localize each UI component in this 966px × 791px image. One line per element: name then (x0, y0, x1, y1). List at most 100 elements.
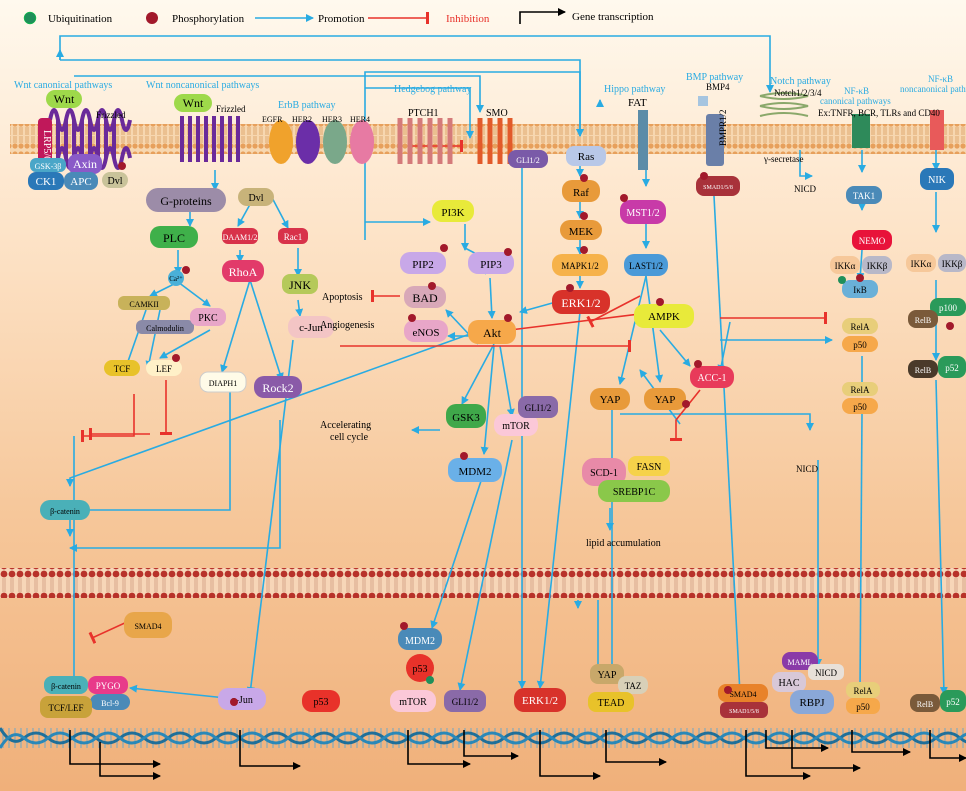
node-rock2: Rock2 (262, 381, 293, 395)
node-rac1: Rac1 (284, 232, 303, 242)
node-gsk3b: GSK-3β (35, 162, 62, 171)
node-gproteins: G-proteins (160, 194, 212, 208)
node-cjun-nuc: c-Jun (231, 695, 253, 706)
node-tcf: TCF (114, 364, 131, 374)
node-ikb: IκB (853, 285, 867, 295)
label-nfkb-non-1: NF-κB (928, 74, 953, 84)
node-pygo: PYGO (96, 681, 121, 691)
node-enos: eNOS (413, 327, 440, 339)
node-relb-nuc: RelB (917, 700, 933, 709)
node-nik: NIK (928, 175, 947, 186)
gene-transcription-icon (519, 8, 566, 24)
node-fasn: FASN (637, 462, 662, 473)
node-axin: Axin (73, 157, 97, 171)
node-gli12-b: GLI1/2 (525, 403, 552, 413)
node-nicd-nuc: NICD (815, 668, 837, 678)
node-her4: HER4 (350, 115, 370, 124)
pathway-labels: Wnt canonical pathways Wnt noncanonical … (14, 72, 966, 111)
label-cell-cycle: cell cycle (330, 432, 369, 443)
label-erbb: ErbB pathway (278, 100, 336, 111)
node-p52-nuc: p52 (946, 697, 960, 707)
legend-gene-transcription: Gene transcription (572, 11, 654, 23)
node-bmp4: BMP4 (706, 82, 730, 92)
label-nfkb-can-1: NF-κB (844, 86, 869, 96)
node-ck1: CK1 (36, 176, 57, 188)
node-ptch1: PTCH1 (408, 108, 439, 119)
phosphorylation-markers (118, 162, 954, 706)
transcription-arrows (69, 730, 966, 780)
node-p53-b: p53 (314, 697, 329, 708)
node-p100: p100 (939, 303, 958, 313)
node-nicd-1: NICD (794, 184, 816, 194)
node-p50-1: p50 (853, 340, 867, 350)
node-dvl-2: Dvl (249, 193, 264, 204)
label-nfkb-can-2: canonical pathways (820, 96, 891, 106)
node-ikka-1: IKKα (835, 261, 856, 271)
node-rbpj: RBPJ (799, 697, 825, 709)
node-mdm2-nuc: MDM2 (405, 636, 435, 647)
legend-inhibition: Inhibition (446, 13, 490, 25)
node-ampk: AMPK (648, 311, 680, 323)
node-cjun: c-Jun (299, 322, 323, 334)
ubiquitination-markers (426, 276, 846, 684)
node-smad4-a: SMAD4 (134, 622, 161, 631)
node-taz: TAZ (625, 681, 642, 691)
node-akt: Akt (483, 326, 502, 340)
legend: Ubiquitination Phosphorylation Promotion… (23, 8, 654, 25)
node-mtor: mTOR (502, 421, 530, 432)
node-acc1: ACC-1 (698, 373, 727, 384)
nucleus-nodes: SMAD4 MDM2 p53 β-catenin PYGO Bcl-9 TCF/… (40, 612, 966, 718)
node-fat: FAT (628, 97, 647, 109)
node-p50-nuc: p50 (856, 702, 870, 712)
node-nicd-2: NICD (796, 464, 818, 474)
node-pkc: PKC (198, 313, 218, 324)
label-lipid-accumulation: lipid accumulation (586, 538, 661, 549)
node-her2: HER2 (292, 115, 312, 124)
node-hac: HAC (778, 678, 799, 689)
dna-strand (0, 727, 966, 749)
node-tak1: TAK1 (853, 191, 875, 201)
label-angiogenesis: Angiogenesis (320, 320, 375, 331)
node-gsk3: GSK3 (452, 412, 480, 424)
node-gli12-nuc: GLI1/2 (452, 697, 479, 707)
cytoplasm-nodes: GSK-3β Axin CK1 APC Dvl G-proteins Dvl P… (28, 146, 966, 549)
membrane-receptors (38, 92, 944, 172)
node-rhoa: RhoA (229, 265, 258, 279)
node-mtor-nuc: mTOR (399, 697, 427, 708)
node-p52-1: p52 (945, 363, 959, 373)
node-plc: PLC (163, 231, 185, 245)
node-wnt-2: Wnt (183, 96, 204, 110)
inhibition-arrows (81, 140, 827, 644)
node-lrp56: LRP5/6 (41, 130, 52, 161)
node-yap-nuc: YAP (598, 670, 617, 681)
label-apoptosis: Apoptosis (322, 292, 363, 303)
node-pip2: PIP2 (412, 259, 433, 271)
node-ikkb-2: IKKβ (942, 259, 963, 269)
node-gamma-secretase: γ-secretase (763, 154, 803, 164)
label-bmp: BMP pathway (686, 72, 743, 83)
node-ca: Ca²⁺ (169, 275, 183, 283)
node-bcl9: Bcl-9 (101, 699, 119, 708)
node-relb-2: RelB (915, 366, 931, 375)
node-jnk: JNK (289, 278, 311, 292)
node-nemo: NEMO (859, 236, 886, 246)
node-frizzled-1: Frizzled (96, 110, 126, 120)
label-nfkb-non-2: noncanonical pathways (900, 84, 966, 94)
node-smad158-nuc: SMAD1/5/8 (729, 709, 759, 715)
node-ikkb-1: IKKβ (867, 261, 888, 271)
node-p53-a: p53 (413, 664, 428, 675)
node-ras: Ras (578, 151, 595, 163)
node-egfr: EGFR (262, 115, 283, 124)
node-notch1234: Notch1/2/3/4 (774, 88, 822, 98)
label-accelerating: Accelerating (320, 420, 371, 431)
node-ikka-2: IKKα (911, 259, 932, 269)
node-dvl-1: Dvl (108, 176, 123, 187)
node-her3: HER3 (322, 115, 342, 124)
label-wnt-noncanonical: Wnt noncanonical pathways (146, 80, 259, 91)
node-calmodulin: Calmodulin (146, 324, 184, 333)
node-smad158: SMAD1/5/8 (703, 185, 733, 191)
node-pip3: PIP3 (480, 259, 502, 271)
node-smo: SMO (486, 108, 508, 119)
